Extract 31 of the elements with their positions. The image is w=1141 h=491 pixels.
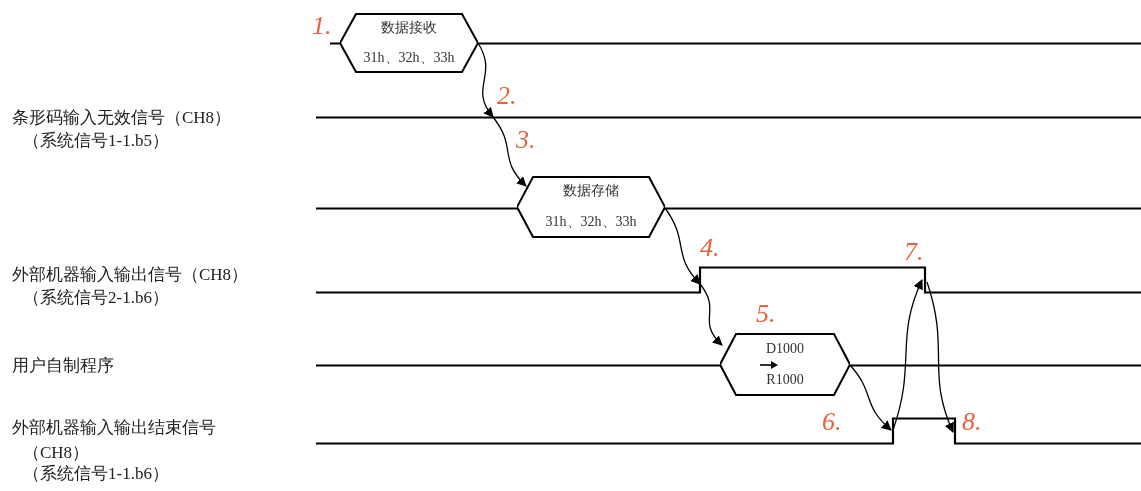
hexagon-text: D1000 — [765, 340, 805, 357]
step-number: 8. — [962, 408, 982, 436]
hexagon-text: 数据接收 — [381, 20, 437, 37]
signal-waveform — [316, 115, 1141, 119]
signal-label: 条形码输入无效信号（CH8） — [12, 108, 232, 128]
signal-label: 外部机器输入输出信号（CH8） — [12, 265, 249, 285]
step-number: 2. — [497, 82, 517, 110]
arrow — [492, 116, 527, 187]
arrow — [477, 42, 494, 118]
arrow — [699, 283, 723, 346]
arrow — [926, 281, 955, 433]
signal-label: 用户自制程序 — [12, 356, 114, 376]
step-number: 3. — [516, 126, 536, 154]
hexagon-text: 31h、32h、33h — [545, 214, 637, 231]
hexagon-text: 31h、32h、33h — [363, 50, 455, 67]
step-number: 7. — [904, 238, 924, 266]
step-number: 4. — [700, 234, 720, 262]
hexagon-text: R1000 — [766, 372, 804, 389]
signal-label: 外部机器输入输出结束信号 — [12, 418, 216, 438]
signal-label: （系统信号1-1.b6） — [23, 464, 169, 484]
step-number: 5. — [756, 300, 776, 328]
signal-label: （系统信号1-1.b5） — [23, 131, 169, 151]
hexagon-box — [340, 13, 478, 73]
signal-waveform — [316, 265, 1141, 294]
hexagon-box — [720, 333, 850, 396]
hexagon-box — [517, 176, 665, 238]
step-number: 1. — [312, 12, 332, 40]
hexagon-text: 数据存储 — [563, 183, 619, 200]
step-number: 6. — [822, 408, 842, 436]
signal-label: （系统信号2-1.b6） — [23, 288, 169, 308]
signal-label: （CH8） — [23, 443, 90, 463]
